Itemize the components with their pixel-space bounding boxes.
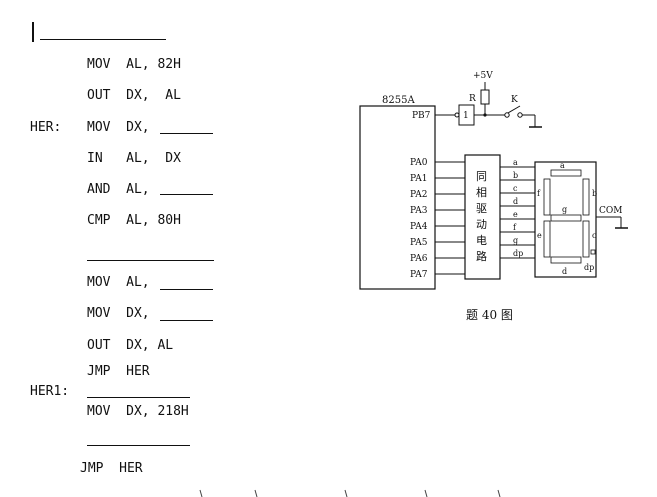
seg-wire-label-c: c [513,184,518,193]
node-dot [483,113,487,117]
code-line-7: MOV AL, [87,275,158,290]
pin-pa0: PA0 [410,158,428,168]
answer-blank-4[interactable] [87,260,214,261]
com-label: COM [599,206,622,216]
segment-a [550,169,582,177]
seg-wire-label-b: b [513,171,518,180]
pin-pa7: PA7 [410,270,428,280]
code-line-8: MOV DX, [87,306,158,321]
pin-pa5: PA5 [410,238,428,248]
pin-pa6: PA6 [410,254,428,264]
segment-dp [590,249,596,255]
gate-inversion-bubble [454,112,460,118]
switch-k-blade [507,105,521,114]
seg-label-a: a [560,161,565,170]
code-line-4: IN AL, DX [87,151,181,166]
segment-d [550,256,582,264]
label-her1: HER1: [30,384,70,399]
seg-wire-label-d: d [513,197,518,206]
gate-label: 1 [463,111,469,121]
seg-wire-label-e: e [513,210,518,219]
code-line-10: JMP HER [87,364,150,379]
page-bottom-marks [199,489,501,497]
code-line-3: MOV DX, [87,120,158,135]
chip-8255a [359,105,436,290]
seven-segment-display [534,161,597,278]
segment-e [543,220,551,258]
driver-circuit-box [464,154,501,280]
code-line-2: OUT DX, AL [87,88,181,103]
answer-blank-3[interactable] [160,194,213,195]
pin-pb7: PB7 [412,111,431,121]
answer-blank-6[interactable] [160,320,213,321]
text-cursor [32,22,34,42]
code-line-12: JMP HER [80,461,143,476]
driver-char: 路 [476,250,487,263]
driver-char: 同 [476,170,487,183]
pin-pa4: PA4 [410,222,428,232]
pin-pa2: PA2 [410,190,427,200]
seg-wire-label-f: f [513,223,517,232]
figure-caption: 题 40 图 [466,308,513,322]
switch-contact-right [517,112,523,118]
seg-wire-label-g: g [513,236,518,245]
answer-blank-2[interactable] [160,133,213,134]
seg-wire-label-dp: dp [513,249,523,258]
answer-blank-1[interactable] [40,39,166,40]
segment-c [582,220,590,258]
driver-char: 驱 [476,202,487,215]
code-line-6: CMP AL, 80H [87,213,181,228]
segment-g [550,214,582,222]
switch-label: K [511,95,518,105]
seg-label-d: d [562,267,567,276]
code-line-9: OUT DX, AL [87,338,174,353]
pin-pa3: PA3 [410,206,428,216]
seg-label-e: e [537,231,542,240]
chip-label: 8255A [382,95,415,106]
label-her: HER: [30,120,62,135]
seg-label-g: g [562,205,567,214]
answer-blank-7[interactable] [87,397,190,398]
segment-b [582,178,590,216]
resistor-label: R [469,94,476,104]
switch-contact-left [504,112,510,118]
answer-blank-8[interactable] [87,445,190,446]
code-line-11: MOV DX, 218H [87,404,189,419]
driver-char: 相 [476,186,487,199]
seg-label-f: f [537,189,541,198]
resistor-r [480,89,490,105]
seg-label-c: c [592,231,597,240]
driver-char: 动 [476,218,487,231]
seg-label-b: b [592,189,597,198]
code-line-5: AND AL, [87,182,158,197]
circuit-diagram: 8255A PB7 1 +5V R K PA0PA1PA2PA3PA4PA5PA… [359,71,628,290]
seg-wire-label-a: a [513,158,518,167]
code-line-1: MOV AL, 82H [87,57,181,72]
seg-label-dp: dp [584,263,594,272]
driver-char: 电 [476,234,487,247]
vcc-label: +5V [473,71,493,81]
answer-blank-5[interactable] [160,289,213,290]
segment-f [543,178,551,216]
pin-pa1: PA1 [410,174,427,184]
